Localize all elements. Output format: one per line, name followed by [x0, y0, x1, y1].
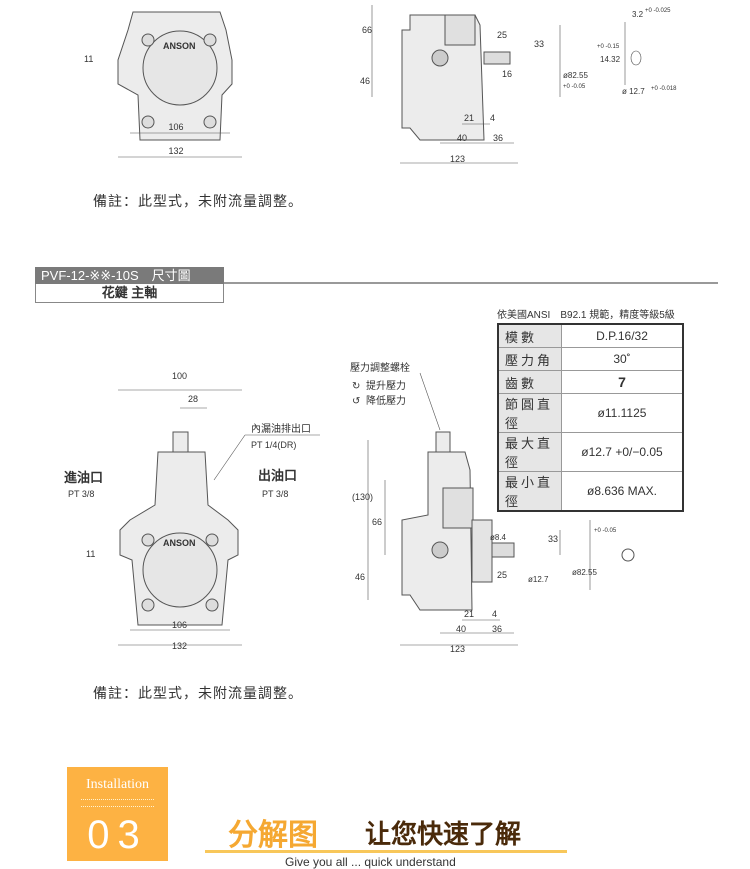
- dim-21: 21: [464, 113, 474, 123]
- adjust-screw-label: 壓力調整螺栓: [350, 361, 410, 374]
- dim-4: 4: [492, 609, 497, 619]
- drain-port-spec: PT 1/4(DR): [251, 440, 296, 450]
- section-divider: [224, 282, 718, 284]
- outlet-port-spec: PT 3/8: [262, 489, 288, 499]
- brand-logo-text: ANSON: [163, 538, 196, 548]
- key-height: 14.32: [600, 55, 621, 64]
- spec-key: 最小直徑: [497, 471, 562, 512]
- section-title: PVF-12-※※-10S 尺寸圖: [35, 267, 224, 284]
- key-width: 3.2: [632, 10, 644, 19]
- dim-33: 33: [534, 39, 544, 49]
- exploded-view-title: 分解图: [228, 819, 318, 852]
- inlet-port-spec: PT 3/8: [68, 489, 94, 499]
- exploded-view-subtitle: 让您快速了解: [365, 819, 522, 849]
- spec-key: 壓力角: [497, 347, 562, 371]
- dim-66: 66: [372, 517, 382, 527]
- dim-100: 100: [172, 371, 187, 381]
- spec-key: 齒數: [497, 370, 562, 394]
- pump-side-body: [401, 451, 473, 611]
- key-height-tolerance: +0 -0.15: [597, 44, 620, 50]
- dim-40: 40: [457, 133, 467, 143]
- rotate-ccw-icon: ↺: [352, 396, 360, 407]
- spec-value: ø12.7 +0/−0.05: [561, 432, 684, 472]
- dim-46: 46: [355, 572, 365, 582]
- english-subtitle: Give you all ... quick understand: [285, 855, 456, 869]
- dim-8255: ø82.55: [572, 568, 597, 577]
- dim-28: 28: [188, 394, 198, 404]
- outlet-port-label: 出油口: [258, 468, 297, 483]
- dim-46: 46: [360, 76, 370, 86]
- brand-logo-text: ANSON: [163, 41, 196, 51]
- spec-value: ø8.636 MAX.: [561, 471, 684, 512]
- badge-label: Installation: [86, 777, 149, 792]
- adjust-screw-front: [172, 431, 189, 453]
- dim-36: 36: [492, 624, 502, 634]
- dim-123: 123: [450, 644, 465, 654]
- dim-21: 21: [464, 609, 474, 619]
- spec-key: 最大直徑: [497, 432, 562, 472]
- spec-value: ø11.1125: [561, 393, 684, 433]
- dim-66: 66: [362, 25, 372, 35]
- key-diameter-tolerance: +0 -0.018: [651, 86, 677, 92]
- rotate-cw-icon: ↻: [352, 381, 360, 392]
- dim-130: (130): [352, 492, 373, 502]
- dim-16: 16: [502, 69, 512, 79]
- dim-25: 25: [497, 570, 507, 580]
- dim-132: 132: [168, 146, 183, 156]
- dim-127: ø12.7: [528, 575, 549, 584]
- note-text-1: 備註：此型式，未附流量調整。: [93, 193, 303, 209]
- dim-25: 25: [497, 30, 507, 40]
- note-text-2: 備註：此型式，未附流量調整。: [93, 685, 303, 701]
- dim-8255-tolerance: +0 -0.05: [563, 84, 586, 90]
- lower-pressure-label: 降低壓力: [366, 394, 406, 407]
- spec-caption: 依美國ANSI B92.1 規範，精度等級5級: [497, 310, 675, 321]
- spec-value: 30˚: [561, 347, 684, 371]
- dim-40: 40: [456, 624, 466, 634]
- dim-84: ø8.4: [490, 533, 507, 542]
- inlet-port-label: 進油口: [64, 470, 103, 485]
- dim-4: 4: [490, 113, 495, 123]
- section-number-badge: Installation 03: [67, 767, 168, 861]
- spec-key: 節圓直徑: [497, 393, 562, 433]
- spec-value: D.P.16/32: [561, 323, 684, 348]
- key-diameter: ø 12.7: [622, 87, 645, 96]
- badge-decoration: [81, 799, 154, 807]
- dim-11: 11: [86, 549, 95, 559]
- raise-pressure-label: 提升壓力: [366, 379, 406, 392]
- pump-side-body: [401, 14, 485, 141]
- dim-106: 106: [172, 620, 187, 630]
- drain-port-label: 內漏油排出口: [251, 422, 311, 435]
- dim-106: 106: [168, 122, 183, 132]
- dim-132: 132: [172, 641, 187, 651]
- dim-33: 33: [548, 534, 558, 544]
- dim-123: 123: [450, 154, 465, 164]
- badge-number: 03: [87, 813, 148, 857]
- spec-key: 模數: [497, 323, 562, 348]
- title-underline: [205, 850, 567, 853]
- dim-36: 36: [493, 133, 503, 143]
- key-width-tolerance: +0 -0.025: [645, 8, 671, 14]
- dim-8255: ø82.55: [563, 71, 588, 80]
- section-subtitle: 花鍵 主軸: [35, 284, 224, 303]
- dim-8255-tolerance: +0 -0.05: [594, 528, 617, 534]
- pvf-12-dimension-drawing: 100 28 內漏油排出口 PT 1/4(DR) 進油口 PT 3/8 出油口 …: [64, 361, 635, 654]
- top-dimension-drawing: 106 132 11 ANSON 66 46 25 33 ø82.55 +0 -…: [84, 5, 677, 164]
- dim-11: 11: [84, 54, 93, 64]
